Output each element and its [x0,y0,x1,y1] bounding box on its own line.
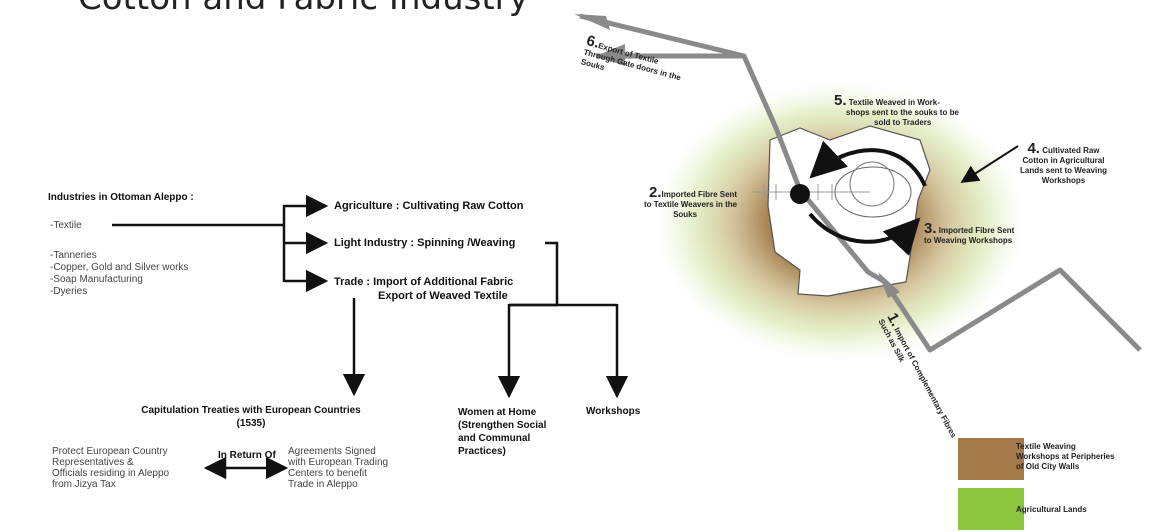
legend-line: of Old City Walls [1016,462,1080,471]
exchange-right-line: Agreements Signed [288,446,376,457]
trade-route [596,53,1142,353]
capitulation-treaties: Capitulation Treaties with European Coun… [116,404,386,430]
industry-textile: -Textile [50,220,82,231]
women-at-home: Women at Home (Strengthen Social and Com… [458,406,546,458]
arrow-raw-cotton [960,145,1019,183]
exchange-left-line: Representatives & [52,457,134,468]
women-line: Women at Home [458,407,537,418]
step-3-label: 3. Imported Fibre Sent to Weaving Worksh… [924,221,1015,246]
page-title: Cotton and Fabric Industry [78,0,529,18]
women-line: (Strengthen Social [458,420,547,431]
step-2-line: Souks [673,210,698,219]
step-2-label: 2.Imported Fibre Sent to Textile Weavers… [644,185,738,220]
trade-line-2: Export of Weaved Textile [378,290,508,302]
step-3-line: Imported Fibre Sent [938,226,1015,235]
legend-line: Workshops at Peripheries [1016,452,1115,461]
legend-swatch-agricultural [958,488,1024,530]
flow-arrow-to-souk [809,140,927,187]
capitulation-line-2: (1535) [236,418,266,429]
exchange-right-line: with European Trading [288,457,389,468]
legend-line: Textile Weaving [1016,442,1076,451]
step-4-line: Cotton in Agricultural [1022,156,1105,165]
exchange-right-line: Trade in Aleppo [288,479,358,490]
branch-light-industry: Light Industry : Spinning /Weaving [334,237,516,249]
step-2-line: to Textile Weavers in the [644,200,738,209]
exchange-left-line: Officials residing in Aleppo [52,468,170,479]
light-industry-connector [509,241,559,307]
exchange-right-line: Centers to benefit [288,468,367,479]
industries-heading: Industries in Ottoman Aleppo : [48,192,194,203]
capitulation-line-1: Capitulation Treaties with European Coun… [141,405,361,416]
step-5-line: Textile Weaved in Work- [848,98,940,107]
step-4-number: 4. [1027,140,1040,157]
souk-node [790,184,810,204]
branch-trade: Trade : Import of Additional Fabric Expo… [334,275,513,303]
industry-item: -Tanneries [50,250,97,261]
legend-label-agricultural: Agricultural Lands [1016,505,1087,514]
step-3-line: to Weaving Workshops [924,236,1013,245]
step-2-number: 2. [649,184,662,201]
export-arrow-head [596,44,625,66]
step-2-line: Imported Fibre Sent [661,190,738,199]
step-3-number: 3. [924,220,937,237]
workshops-label: Workshops [586,406,641,417]
step-4-line: Cultivated Raw [1042,146,1100,155]
industries-list: -Tanneries -Copper, Gold and Silver work… [50,250,188,298]
step-5-label: 5. Textile Weaved in Work- shops sent to… [834,93,959,128]
in-return-of: In Return Of [218,450,276,461]
exchange-left-line: Protect European Country [52,446,168,457]
branch-agriculture: Agriculture : Cultivating Raw Cotton [334,200,524,212]
import-arrow-head [878,272,900,298]
exchange-left-line: from Jizya Tax [52,479,116,490]
legend-label-workshops: Textile Weaving Workshops at Peripheries… [1016,442,1115,472]
step-5-line: sold to Traders [874,118,932,127]
women-line: and Communal [458,433,531,444]
industry-item: -Soap Manufacturing [50,274,143,285]
flow-arrow-to-workshops [808,212,921,256]
trade-line-1: Trade : Import of Additional Fabric [334,276,514,288]
step-5-line: shops sent to the souks to be [846,108,959,117]
industry-item: -Copper, Gold and Silver works [50,262,189,273]
step-4-line: Workshops [1041,176,1086,185]
women-line: Practices) [458,446,506,457]
industry-item: -Dyeries [50,286,88,297]
legend-swatch-workshops [958,438,1024,480]
exchange-right: Agreements Signed with European Trading … [288,446,388,490]
step-5-number: 5. [834,92,847,109]
step-4-label: 4. Cultivated Raw Cotton in Agricultural… [1020,141,1107,186]
exchange-left: Protect European Country Representatives… [52,446,169,490]
step-4-line: Lands sent to Weaving [1020,166,1107,175]
